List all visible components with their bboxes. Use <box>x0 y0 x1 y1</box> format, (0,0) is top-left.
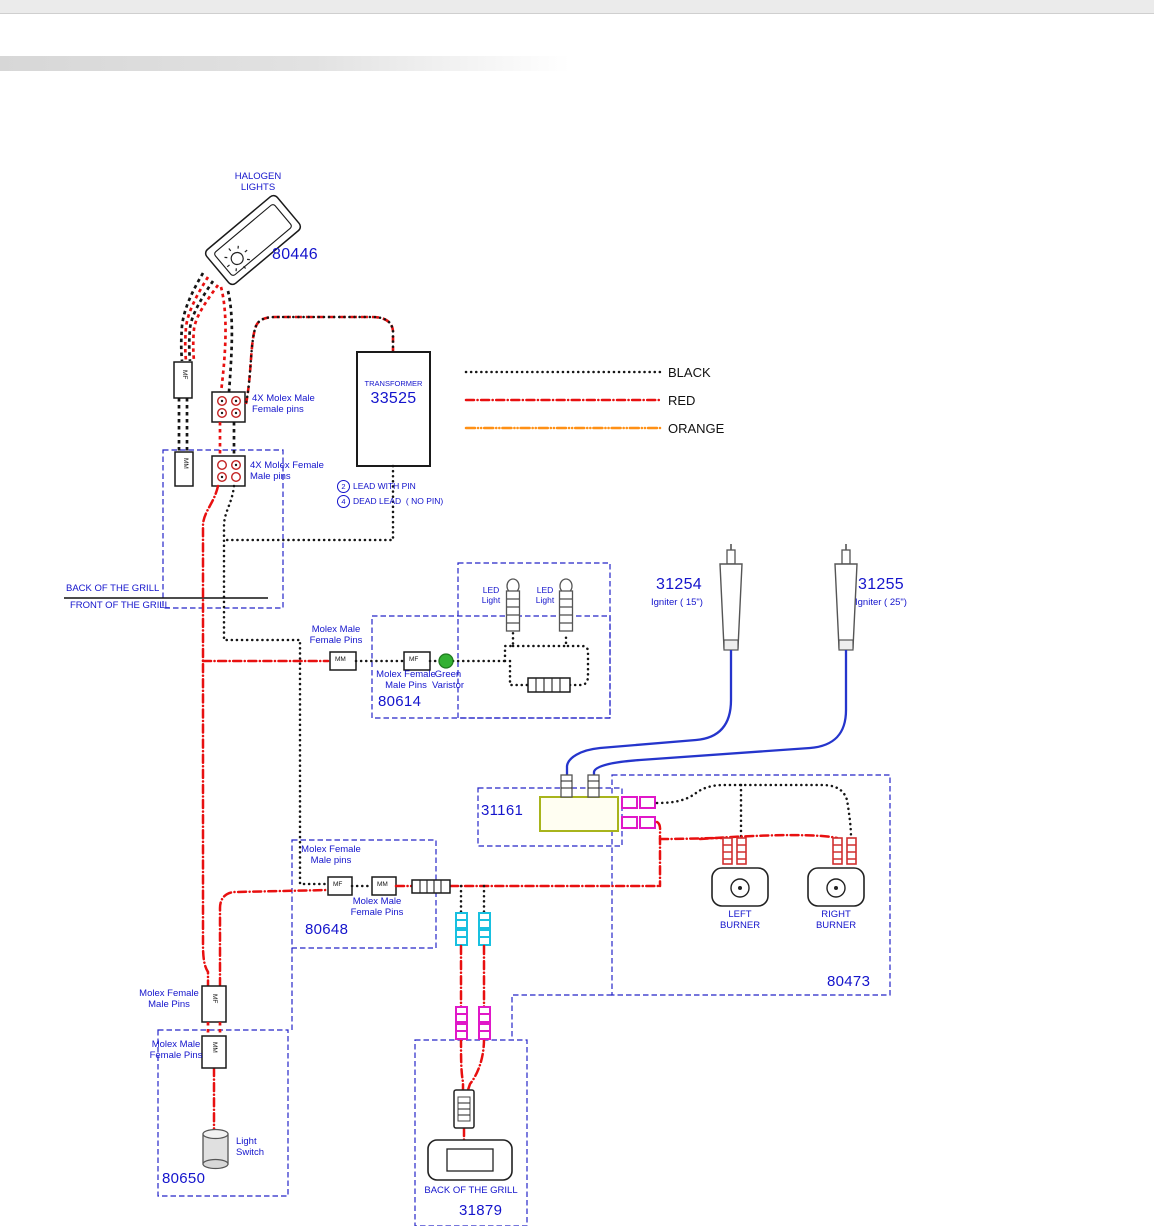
legend-red-label: RED <box>668 393 696 408</box>
molex-mf-bottom-label: Molex Male Female Pins <box>149 1039 203 1062</box>
halogen-light <box>204 194 302 286</box>
halogen-lights-label: HALOGEN LIGHTS <box>234 171 282 194</box>
top-page-band <box>0 0 1154 14</box>
part-number-31161: 31161 <box>481 802 524 819</box>
part-number-31254: 31254 <box>656 576 702 593</box>
drop-wires-red <box>459 944 486 1144</box>
light-to-molex-wires <box>219 286 234 393</box>
molex-fm-mid-label: Molex Female Male pins <box>301 844 361 867</box>
transformer-return-wire <box>222 464 395 542</box>
wire-to-transformer <box>244 315 395 406</box>
led-resistor <box>527 677 571 693</box>
burner-black-wires <box>655 783 853 840</box>
green-varistor <box>438 653 454 669</box>
note-4-circle: 4 <box>337 495 350 508</box>
mf-bottom-tag: MF <box>211 994 218 1004</box>
drop-wires-black <box>459 884 486 915</box>
led-light-left <box>505 578 521 632</box>
magenta-terminals <box>455 1006 491 1040</box>
part-number-80473: 80473 <box>827 973 871 990</box>
molex-4x-mating-wires <box>218 422 236 456</box>
part-number-31879: 31879 <box>459 1202 503 1219</box>
led-right-label: LED Light <box>535 585 555 606</box>
dashed-group-boxes <box>157 449 891 1226</box>
light-switch-label: Light Switch <box>236 1136 264 1159</box>
molex-4x-male-connector <box>211 391 246 423</box>
part-number-33525: 33525 <box>370 390 417 407</box>
led-circuit-wires <box>354 631 590 687</box>
mm-80650-tag: MM <box>211 1042 218 1053</box>
burner-red-wires <box>448 820 839 888</box>
secondary-page-band <box>0 56 570 71</box>
note-2-circle: 2 <box>337 480 350 493</box>
part-number-80446: 80446 <box>272 246 318 263</box>
mm-mid-tag: MM <box>377 881 388 888</box>
pink-spade-connectors <box>621 796 656 829</box>
part-number-80648: 80648 <box>305 921 349 938</box>
transformer-box <box>356 351 431 467</box>
mm-left-tag: MM <box>182 458 189 469</box>
note-4-text: DEAD LEAD ( NO PIN) <box>353 496 444 506</box>
mm-80614-tag: MM <box>335 656 346 663</box>
inline-resistor <box>411 879 451 894</box>
right-burner-label: RIGHT BURNER <box>815 909 857 932</box>
molex-mf-mid-label: Molex Male Female Pins <box>350 896 404 919</box>
sun-icon <box>224 245 250 272</box>
mf-mm-mating-wires <box>177 398 189 452</box>
burner-terminals <box>722 837 857 865</box>
main-black-wire <box>222 484 330 886</box>
molex-4x-female-label: 4X Molex Female Male pins <box>250 460 324 483</box>
power-receptacle <box>427 1139 513 1181</box>
igniter-blue-wires <box>565 650 848 775</box>
light-switch <box>202 1128 229 1170</box>
right-burner <box>807 867 865 907</box>
bottom-left-wires <box>206 1022 222 1133</box>
part-number-80614: 80614 <box>378 693 422 710</box>
halogen-ribbon-cable <box>179 272 220 362</box>
igniter-25in <box>834 544 858 651</box>
part-number-80650: 80650 <box>162 1170 206 1187</box>
igniter-25-label: Igniter ( 25") <box>855 597 907 608</box>
legend-orange-label: ORANGE <box>668 421 725 436</box>
left-burner <box>711 867 769 907</box>
cyan-terminals <box>455 912 491 946</box>
back-of-grill-bottom-label: BACK OF THE GRILL <box>424 1185 518 1196</box>
spark-module-31161 <box>539 774 619 832</box>
left-burner-label: LEFT BURNER <box>719 909 761 932</box>
mf-mid-tag: MF <box>333 881 343 888</box>
green-varistor-label: Green Varistor <box>431 669 465 692</box>
mf-bottom-connector <box>201 985 227 1023</box>
igniter-15in <box>719 544 743 651</box>
fuse <box>453 1089 475 1129</box>
molex-mf-80614-label: Molex Male Female Pins <box>309 624 363 647</box>
front-of-grill-label: FRONT OF THE GRILL <box>70 600 170 611</box>
molex-4x-male-label: 4X Molex Male Female pins <box>252 393 315 416</box>
legend-black-label: BLACK <box>668 365 711 380</box>
mm-left-connector <box>174 451 194 487</box>
main-red-wire <box>201 484 330 988</box>
led-light-right <box>558 578 574 632</box>
note-2-text: LEAD WITH PIN <box>353 481 416 491</box>
back-of-grill-label: BACK OF THE GRILL <box>66 583 160 594</box>
mf-halogen-tag: MF <box>181 370 188 380</box>
transformer-label: TRANSFORMER <box>364 379 423 388</box>
mm-80650-connector <box>201 1035 227 1069</box>
legend-lines <box>464 370 662 430</box>
led-left-label: LED Light <box>481 585 501 606</box>
mf-80614-tag: MF <box>409 656 419 663</box>
molex-fm-80614-label: Molex Female Male Pins <box>376 669 436 692</box>
igniter-15-label: Igniter ( 15") <box>651 597 703 608</box>
molex-4x-female-connector <box>211 455 246 487</box>
molex-fm-bottom-label: Molex Female Male Pins <box>139 988 199 1011</box>
mf-halogen-connector <box>173 361 193 399</box>
part-number-31255: 31255 <box>858 576 904 593</box>
